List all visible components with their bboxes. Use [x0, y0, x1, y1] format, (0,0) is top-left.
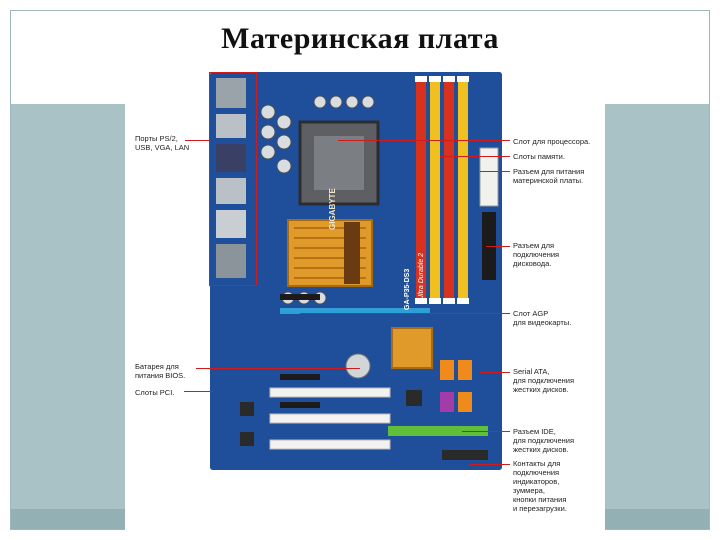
- bios-battery: [345, 353, 371, 379]
- line-pci: [184, 391, 214, 392]
- southbridge-heatsink: [391, 327, 433, 369]
- sata-ports: [440, 360, 472, 412]
- ps2-port: [216, 78, 246, 108]
- line-power: [480, 171, 510, 172]
- line-agp: [300, 313, 510, 314]
- callout-agp-slot: Слот AGP для видеокарты.: [513, 309, 572, 327]
- board-brand-label: GIGABYTE: [328, 188, 337, 230]
- agp-slot: [280, 308, 430, 314]
- ram-latches: [415, 76, 469, 304]
- board-series-label: Ultra Durable 2: [418, 252, 425, 300]
- ram-slot-1: [416, 80, 426, 300]
- line-battery: [196, 368, 360, 369]
- atx-power-connector: [479, 147, 499, 207]
- line-floppy: [486, 246, 510, 247]
- chip: [240, 402, 254, 416]
- usb-port-2: [216, 178, 246, 204]
- ram-slot-4: [458, 80, 468, 300]
- audio-ports: [216, 244, 246, 278]
- ide-connector: [388, 426, 488, 436]
- callout-front-panel: Контакты для подключения индикаторов, зу…: [513, 459, 567, 513]
- chip-2: [240, 432, 254, 446]
- line-ram-slots: [440, 156, 510, 157]
- callout-sata: Serial ATA, для подключения жестких диск…: [513, 367, 575, 394]
- pci-slot-1: [269, 387, 391, 398]
- frame-right: [709, 10, 710, 530]
- motherboard-image: [210, 72, 502, 470]
- callout-power-connector: Разъем для питания материнской платы.: [513, 167, 585, 185]
- slide-title: Материнская плата: [221, 22, 499, 55]
- vga-port: [216, 144, 246, 172]
- line-sata: [480, 372, 510, 373]
- pcie-x1-slot: [280, 294, 320, 300]
- pci-slot-3: [269, 439, 391, 450]
- callout-ide: Разъем IDE, для подключения жестких диск…: [513, 427, 575, 454]
- ram-slot-2: [430, 80, 440, 300]
- pcie-x1-slot-3: [280, 402, 320, 408]
- pci-slot-2: [269, 413, 391, 424]
- line-ports: [185, 140, 209, 141]
- callout-ram-slots: Слоты памяти.: [513, 152, 565, 161]
- callout-floppy-connector: Разъем для подключения дисковода.: [513, 241, 560, 268]
- cpu-socket: [298, 120, 380, 206]
- lan-port: [216, 210, 246, 238]
- callout-cpu-slot: Слот для процессора.: [513, 137, 591, 146]
- line-front-panel: [470, 464, 510, 465]
- frame-top: [10, 10, 710, 11]
- callout-pci-slots: Слоты PCI.: [135, 388, 175, 397]
- callout-ports: Порты PS/2, USB, VGA, LAN: [135, 134, 190, 152]
- chip-3: [406, 390, 422, 406]
- line-cpu-slot: [338, 140, 510, 141]
- board-model-label: GA-P35-DS3: [404, 268, 411, 310]
- cpu-lid: [314, 136, 364, 190]
- line-ide: [462, 431, 510, 432]
- pcie-x1-slot-2: [280, 374, 320, 380]
- io-ports-highlight: [209, 72, 257, 286]
- heatsink-label-plate: [344, 222, 360, 284]
- front-panel-header: [442, 450, 488, 460]
- callout-bios-battery: Батарея для питания BIOS.: [135, 362, 186, 380]
- ram-slot-3: [444, 80, 454, 300]
- frame-left: [10, 10, 11, 530]
- usb-port: [216, 114, 246, 138]
